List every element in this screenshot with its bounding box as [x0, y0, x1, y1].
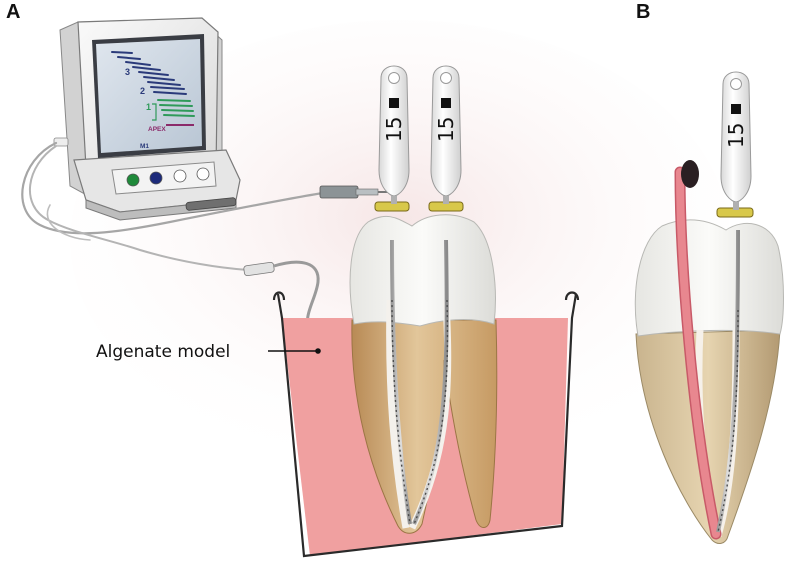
endo-file-1: 15 [374, 65, 412, 525]
apex-locator-device: 3 2 1 APEX M1 [53, 17, 241, 221]
device-button-blue[interactable] [149, 171, 163, 185]
tooth-b [634, 219, 784, 544]
file-2-size: 15 [434, 117, 458, 142]
panel-label-b: B [636, 1, 650, 23]
endo-file-3: 15 [716, 71, 754, 533]
apex-scale-bars [111, 51, 187, 95]
device-cables [21, 141, 332, 271]
algenate-model-label: Algenate model [96, 342, 230, 362]
apex-label: APEX [148, 126, 166, 133]
gutta-percha-cone [674, 160, 722, 540]
algenate-callout: Algenate model [96, 342, 321, 362]
file-clip [185, 185, 392, 211]
device-screen: 3 2 1 APEX M1 [92, 34, 206, 158]
lip-clip [243, 260, 320, 332]
file-1-size: 15 [382, 117, 406, 142]
endo-file-2: 15 [412, 65, 464, 525]
scale-mark-1: 1 [146, 102, 151, 112]
scale-mark-3: 3 [125, 67, 130, 77]
panel-label-a: A [6, 1, 20, 23]
scale-mark-2: 2 [140, 86, 145, 96]
mode-label: M1 [140, 143, 149, 150]
device-button-white-1[interactable] [173, 169, 187, 183]
device-button-white-2[interactable] [196, 167, 210, 181]
file-3-size: 15 [724, 123, 748, 148]
device-button-green[interactable] [126, 173, 140, 187]
apex-scale-green [157, 99, 195, 117]
